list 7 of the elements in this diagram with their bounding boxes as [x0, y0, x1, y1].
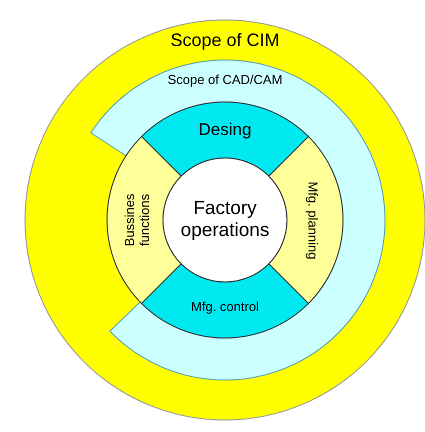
ring-label: Mfg. control — [190, 300, 260, 314]
ring-label: Scope of CIM — [169, 30, 281, 50]
ring-label: Desing — [198, 120, 252, 140]
ring-label: Bussines functions — [123, 192, 153, 248]
ring-label: Factory operations — [180, 198, 270, 242]
ring-label: Mfg. planning — [304, 180, 320, 260]
ring-label: Scope of CAD/CAM — [166, 72, 284, 88]
